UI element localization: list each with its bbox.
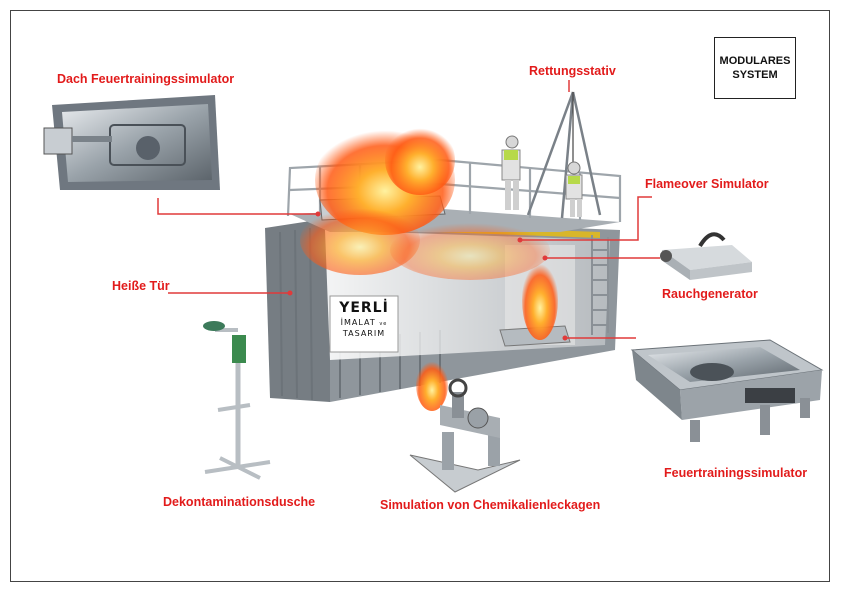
brand-name: YERLİ <box>339 300 389 316</box>
label-smoke-generator: Rauchgenerator <box>662 287 758 301</box>
modular-system-badge: MODULARES SYSTEM <box>714 37 796 99</box>
badge-line-2: SYSTEM <box>732 69 778 81</box>
rescue-tripod-image <box>526 91 602 219</box>
label-roof-simulator: Dach Feuertrainingssimulator <box>57 72 235 86</box>
decon-shower-image <box>203 321 271 480</box>
brand-sign <box>329 295 399 353</box>
label-fire-training-simulator: Feuertrainingssimulator <box>664 466 808 480</box>
roof-simulator-image <box>43 95 220 190</box>
smoke-generator-image <box>660 232 752 280</box>
label-rescue-tripod: Rettungsstativ <box>529 64 616 78</box>
page-frame <box>10 10 830 582</box>
brand-logo: YERLİ İMALAT ve TASARIM <box>332 300 396 338</box>
brand-line3: TASARIM <box>342 329 386 338</box>
label-flameover: Flameover Simulator <box>645 177 769 191</box>
fire-effects <box>300 125 558 411</box>
badge-line-1: MODULARES <box>719 55 791 67</box>
label-hot-door: Heiße Tür <box>112 279 170 293</box>
brand-line2: İMALAT ve <box>340 318 388 327</box>
label-decon-shower: Dekontaminationsdusche <box>163 495 316 509</box>
rescuers-image <box>501 135 583 217</box>
label-chemical-leak: Simulation von Chemikalienleckagen <box>380 498 601 512</box>
fire-training-simulator-image <box>630 339 824 442</box>
leader-lines <box>157 80 660 339</box>
chemical-leak-simulator-image <box>409 378 521 493</box>
leader-dots <box>287 211 568 341</box>
